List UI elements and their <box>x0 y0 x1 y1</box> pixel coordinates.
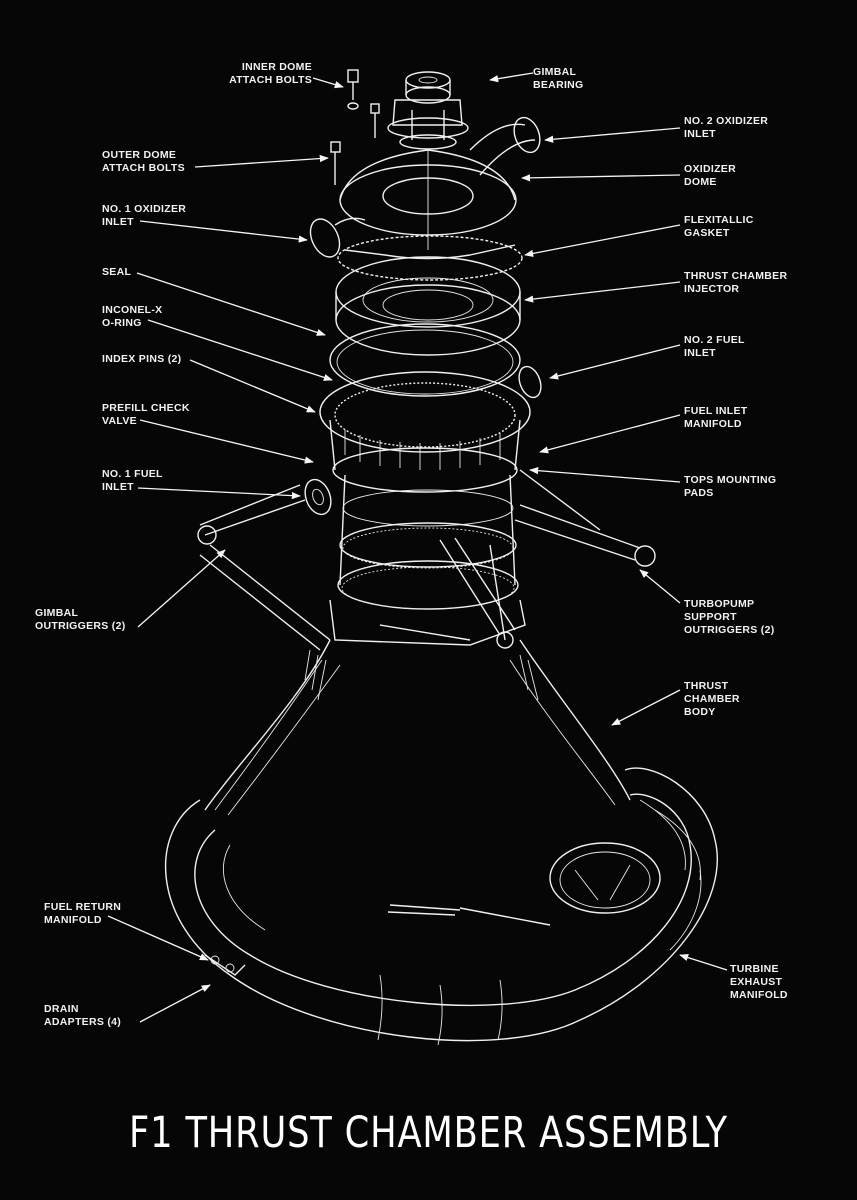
label-prefill-check-valve: PREFILL CHECK VALVE <box>102 402 190 427</box>
label-outer-dome-attach-bolts: OUTER DOME ATTACH BOLTS <box>102 149 185 174</box>
label-index-pins: INDEX PINS (2) <box>102 353 182 365</box>
label-no2-fuel-inlet: NO. 2 FUEL INLET <box>684 334 745 359</box>
outriggers-drawing <box>197 469 656 651</box>
label-oxidizer-dome: OXIDIZER DOME <box>684 163 736 188</box>
poster-title: F1 THRUST CHAMBER ASSEMBLY <box>129 1108 728 1158</box>
label-tops-mounting-pads: TOPS MOUNTING PADS <box>684 474 777 499</box>
label-turbopump-support-outriggers: TURBOPUMP SUPPORT OUTRIGGERS (2) <box>684 598 775 636</box>
throat-drawing <box>329 474 526 646</box>
label-thrust-chamber-body: THRUST CHAMBER BODY <box>684 680 740 718</box>
label-seal: SEAL <box>102 266 132 278</box>
label-no2-oxidizer-inlet: NO. 2 OXIDIZER INLET <box>684 115 769 140</box>
oxidizer-dome-drawing <box>309 116 541 260</box>
exhaust-manifold-drawing <box>164 767 718 1046</box>
label-turbine-exhaust-manifold: TURBINE EXHAUST MANIFOLD <box>730 963 788 1001</box>
label-inconel-x-oring: INCONEL-X O-RING <box>102 304 163 329</box>
label-flexitallic-gasket: FLEXITALLIC GASKET <box>684 214 754 239</box>
label-thrust-chamber-injector: THRUST CHAMBER INJECTOR <box>684 270 788 295</box>
label-drain-adapters: DRAIN ADAPTERS (4) <box>44 1003 122 1028</box>
inner-dome-bolts-drawing <box>330 69 380 185</box>
nozzle-bell-drawing <box>204 639 631 816</box>
label-inner-dome-attach-bolts: INNER DOME ATTACH BOLTS <box>229 61 312 86</box>
gimbal-bearing-drawing <box>387 71 469 250</box>
label-gimbal-outriggers: GIMBAL OUTRIGGERS (2) <box>35 607 126 632</box>
label-fuel-inlet-manifold: FUEL INLET MANIFOLD <box>684 405 748 430</box>
seal-drawing <box>329 323 521 397</box>
injector-drawing <box>335 235 523 356</box>
label-gimbal-bearing: GIMBAL BEARING <box>533 66 584 91</box>
fuel-inlet-manifold-drawing <box>304 365 542 516</box>
label-no1-fuel-inlet: NO. 1 FUEL INLET <box>102 468 163 493</box>
label-fuel-return-manifold: FUEL RETURN MANIFOLD <box>44 901 122 926</box>
leader-lines <box>107 72 728 1023</box>
label-no1-oxidizer-inlet: NO. 1 OXIDIZER INLET <box>102 203 187 228</box>
